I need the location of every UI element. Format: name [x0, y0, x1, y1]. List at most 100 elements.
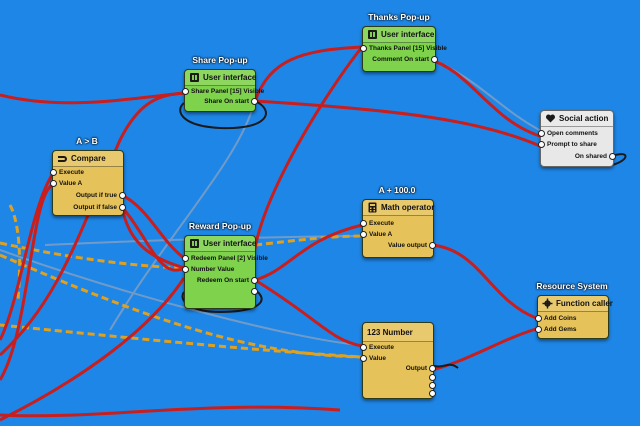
pin-share-panel[interactable]: Share Panel [15] Visible — [182, 88, 264, 95]
pin-socket[interactable] — [182, 266, 189, 273]
node-social-action[interactable]: Social action Open comments Prompt to sh… — [538, 110, 616, 167]
node-header: User interface — [363, 27, 435, 43]
pin-socket[interactable] — [535, 326, 542, 333]
pin-label: Number Value — [191, 266, 235, 273]
pin-socket[interactable] — [429, 242, 436, 249]
pin-value-a[interactable]: Value A — [360, 231, 392, 238]
pin-socket[interactable] — [119, 204, 126, 211]
pin-socket[interactable] — [538, 141, 545, 148]
node-compare[interactable]: Compare Execute Value A Output if true O… — [50, 150, 126, 216]
pin-socket[interactable] — [429, 365, 436, 372]
pin-open-comments[interactable]: Open comments — [538, 130, 598, 137]
exec-wire — [427, 57, 541, 138]
pin-prompt-to-share[interactable]: Prompt to share — [538, 141, 597, 148]
pin-share-on-start[interactable]: Share On start — [204, 98, 258, 105]
pin-add-gems[interactable]: Add Gems — [535, 326, 577, 333]
node-number[interactable]: 123 Number Execute Value Output — [360, 322, 436, 399]
pin-label: Execute — [369, 344, 394, 351]
pin-socket[interactable] — [119, 192, 126, 199]
pin-socket[interactable] — [609, 153, 616, 160]
pin-socket[interactable] — [429, 374, 436, 381]
node-title-resource: Resource System — [536, 281, 608, 291]
pin-output-if-false[interactable]: Output if false — [73, 204, 126, 211]
pin-add-coins[interactable]: Add Coins — [535, 315, 577, 322]
node-math-operator[interactable]: Math operator Execute Value A Value outp… — [360, 199, 436, 258]
pin-extra-output[interactable] — [249, 288, 258, 295]
pin-output-if-true[interactable]: Output if true — [76, 192, 126, 199]
pin-value-output[interactable]: Value output — [388, 242, 436, 249]
exec-wire — [254, 278, 363, 348]
pin-label: Comment On start — [372, 56, 429, 63]
pin-execute[interactable]: Execute — [360, 220, 394, 227]
node-header: Compare — [53, 151, 123, 167]
pin-socket[interactable] — [182, 255, 189, 262]
exec-wire — [253, 45, 363, 102]
node-share-popup[interactable]: User interface Share Panel [15] Visible … — [182, 69, 264, 112]
pin-label: Value output — [388, 242, 427, 249]
pin-redeem-on-start[interactable]: Redeem On start — [197, 277, 258, 284]
exec-wire — [120, 206, 185, 270]
exec-wire — [254, 99, 541, 148]
exec-wire — [0, 405, 341, 418]
calculator-icon — [367, 202, 378, 213]
pin-socket[interactable] — [538, 130, 545, 137]
node-header-label: 123 Number — [367, 327, 413, 337]
pin-label: Thanks Panel [15] Visible — [369, 45, 447, 52]
pin-label: Add Coins — [544, 315, 577, 322]
node-header-label: Function caller — [556, 299, 613, 308]
data-wire — [0, 323, 363, 359]
ghost-wire — [429, 57, 546, 134]
pin-socket[interactable] — [182, 88, 189, 95]
pin-extra-output[interactable] — [427, 374, 436, 381]
pin-label: Share On start — [204, 98, 249, 105]
exec-wire — [251, 46, 364, 281]
node-title-thanks: Thanks Pop-up — [368, 12, 430, 22]
node-thanks-popup[interactable]: User interface Thanks Panel [15] Visible… — [360, 26, 447, 72]
pin-socket[interactable] — [429, 390, 436, 397]
pin-socket[interactable] — [251, 277, 258, 284]
pin-label: Value A — [369, 231, 393, 238]
pin-label: Value — [369, 355, 386, 362]
pin-output[interactable]: Output — [406, 365, 436, 372]
node-title-compare: A > B — [76, 136, 98, 146]
pin-label: Output if false — [73, 204, 117, 211]
exec-wire — [0, 183, 54, 381]
pin-execute[interactable]: Execute — [50, 169, 84, 176]
node-title-math: A + 100.0 — [378, 185, 416, 195]
pin-value-a[interactable]: Value A — [50, 180, 82, 187]
exec-wire — [0, 91, 185, 105]
pin-redeem-panel[interactable]: Redeem Panel [2] Visible — [182, 255, 268, 262]
pin-socket[interactable] — [251, 98, 258, 105]
pin-label: Execute — [59, 169, 84, 176]
loop-wire — [181, 289, 263, 314]
pin-socket[interactable] — [360, 45, 367, 52]
pin-label: Execute — [369, 220, 394, 227]
pin-socket[interactable] — [429, 382, 436, 389]
node-header: 123 Number — [363, 323, 433, 342]
node-header-label: User interface — [381, 30, 435, 39]
pin-on-shared[interactable]: On shared — [575, 153, 616, 160]
pin-extra-output[interactable] — [427, 390, 436, 397]
pin-socket[interactable] — [50, 169, 57, 176]
pin-number-value[interactable]: Number Value — [182, 266, 234, 273]
pin-socket[interactable] — [360, 344, 367, 351]
pin-thanks-panel[interactable]: Thanks Panel [15] Visible — [360, 45, 447, 52]
pin-socket[interactable] — [251, 288, 258, 295]
pin-extra-output[interactable] — [427, 382, 436, 389]
pin-value[interactable]: Value — [360, 355, 386, 362]
node-resource-system[interactable]: Function caller Add Coins Add Gems — [535, 295, 613, 339]
node-reward-popup[interactable]: User interface Redeem Panel [2] Visible … — [182, 235, 268, 309]
magnet-icon — [57, 153, 68, 164]
pin-socket[interactable] — [535, 315, 542, 322]
gear-icon — [542, 298, 553, 309]
pin-socket[interactable] — [360, 231, 367, 238]
pin-comment-on-start[interactable]: Comment On start — [372, 56, 438, 63]
pin-socket[interactable] — [431, 56, 438, 63]
pin-socket[interactable] — [360, 355, 367, 362]
pin-socket[interactable] — [50, 180, 57, 187]
pin-execute[interactable]: Execute — [360, 344, 394, 351]
pin-label: Redeem On start — [196, 277, 249, 284]
pin-socket[interactable] — [360, 220, 367, 227]
ui-icon — [189, 72, 200, 83]
